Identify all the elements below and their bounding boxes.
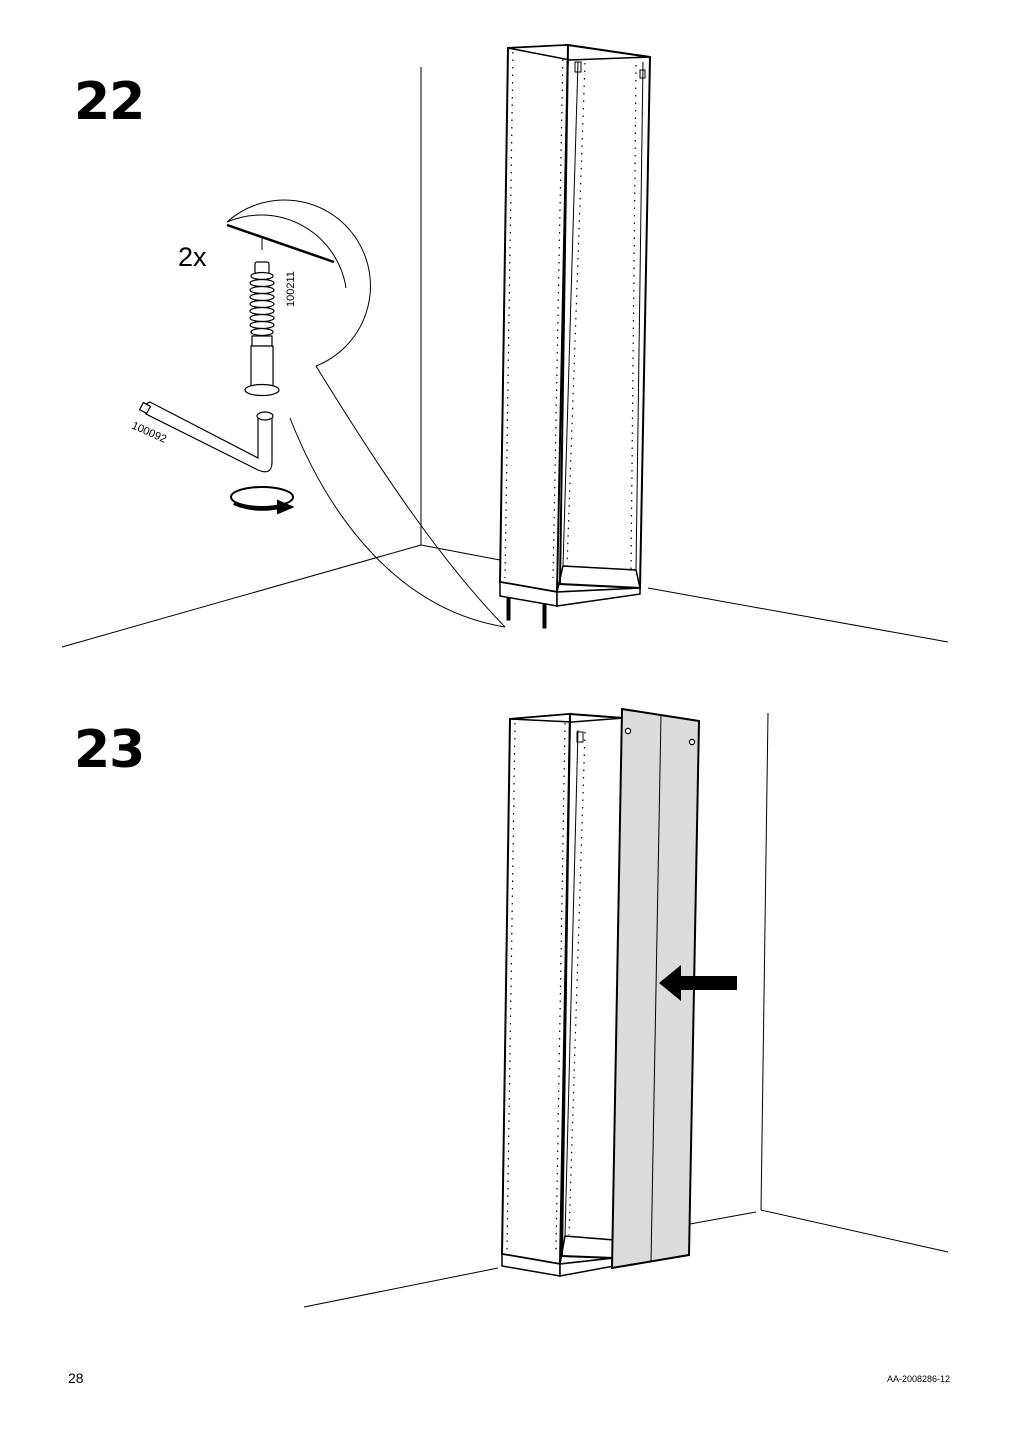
quantity-label: 2x [178, 242, 207, 272]
part-number-key: 100092 [130, 420, 168, 446]
step-number-22: 22 [74, 72, 145, 132]
detail-callout-22 [226, 199, 506, 628]
step-23-room [303, 712, 949, 1308]
adjustable-foot-part [244, 261, 280, 397]
step-number-23: 23 [74, 720, 145, 780]
step-22-room [61, 67, 949, 648]
back-panel [610, 707, 701, 1270]
part-number-foot: 100211 [285, 271, 297, 307]
arrow-left-icon [659, 965, 737, 1001]
page-number: 28 [68, 1370, 84, 1386]
document-code: AA-2008286-12 [886, 1374, 950, 1384]
bookcase-frame-23 [500, 712, 626, 1277]
allen-key-part [138, 401, 274, 473]
clockwise-rotation-icon [230, 486, 295, 515]
bookcase-frame-22 [498, 43, 652, 629]
